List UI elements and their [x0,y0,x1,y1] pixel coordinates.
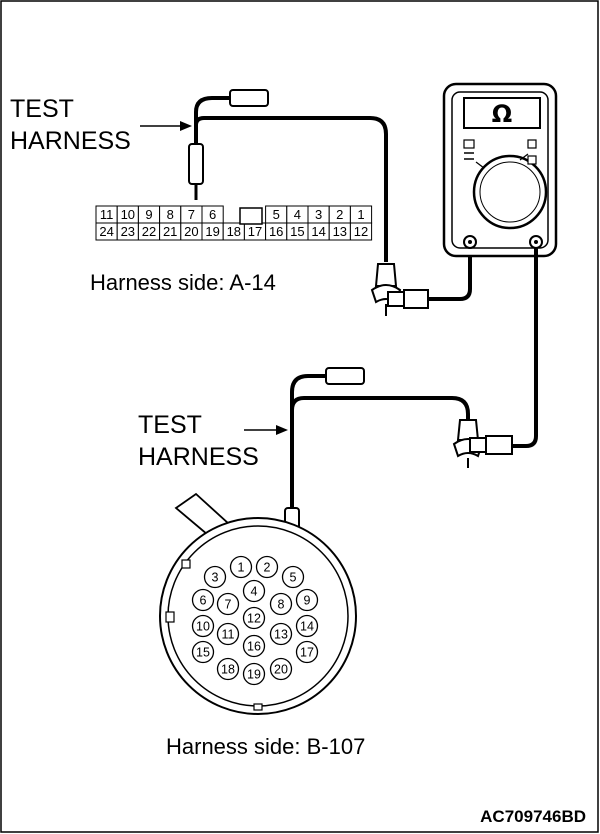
connector-b107-pin-label: 1 [238,561,245,575]
connector-a14-pin-label: 10 [121,207,135,222]
connector-a14-pin-label: 4 [294,207,301,222]
alligator-clip-icon [370,263,429,316]
connector-a14-pin-label: 23 [121,224,135,239]
harness-plug-icon [229,89,269,107]
connector-b107-pin-label: 10 [196,620,210,634]
connector-a14-pin-label: 24 [99,224,113,239]
connector-b107-pin [191,614,215,638]
connector-b107-pin-label: 19 [247,668,261,682]
ohm-symbol: Ω [492,100,512,128]
connector-a14-pin-label: 7 [188,207,195,222]
connector-a14-pin-label: 11 [100,207,114,222]
connector-a14-pin-label: 20 [184,224,198,239]
connector-b107-pin [229,555,253,579]
top-test-harness [188,89,388,262]
connector-b107-pin [242,606,266,630]
connector-a14-pin-label: 14 [311,224,325,239]
connector-cell [349,222,373,241]
test-harness-label-bottom-2: HARNESS [138,443,259,471]
connector-b107-pin [295,614,319,638]
alligator-clip-icon [452,419,513,468]
connector-b107-pin-label: 18 [221,663,235,677]
connector-b107-pin-label: 7 [225,598,232,612]
connector-b107-pin [242,662,266,686]
multimeter-icon: Ω [442,82,558,258]
connector-b107-pin-label: 13 [274,628,288,642]
connector-b107-pin-label: 17 [300,646,314,660]
connector-a14-pin-label: 3 [315,207,322,222]
connector-b107-pin [242,634,266,658]
connector-b107-pin [203,565,227,589]
connector-a14-pin-label: 5 [273,207,280,222]
test-harness-label-top-1: TEST [10,95,74,123]
connector-a14-pin-label: 22 [142,224,156,239]
arrow-icon [244,425,288,435]
connector-b107-pin-label: 12 [247,612,261,626]
connector-a14-pin-label: 15 [290,224,304,239]
harness-plug-icon [325,367,365,385]
connector-b107-pin [216,622,240,646]
connector-b107-pin-label: 6 [200,594,207,608]
connector-a14-pin-label: 1 [357,207,364,222]
dial-knob [472,154,548,230]
meter-lead-left [428,244,472,301]
connector-b107-pin-label: 15 [196,646,210,660]
test-harness-label-top-2: HARNESS [10,127,131,155]
connector-b107-pin-label: 8 [278,598,285,612]
arrow-icon [140,121,192,131]
connector-b107-pin-label: 9 [304,594,311,608]
connector-a14-pin-label: 6 [209,207,216,222]
figure-code: AC709746BD [480,807,586,826]
probe-icon [188,143,204,200]
connector-b107-pin [269,622,293,646]
connector-b107-pin [191,640,215,664]
connector-b107-pin-label: 16 [247,640,261,654]
connector-b107-pin [216,657,240,681]
connector-a14-pin-label: 8 [167,207,174,222]
connector-a14-pin-label: 21 [163,224,177,239]
connector-b107-pin [269,592,293,616]
connector-a14-pin-label: 17 [248,224,262,239]
connector-b107-pin [216,592,240,616]
connector-a14-pin-label: 12 [354,224,368,239]
connector-b107-pin-label: 20 [274,663,288,677]
test-harness-label-bottom-1: TEST [138,411,202,439]
connector-b107-pin-label: 4 [251,585,258,599]
connector-a14-pin-label: 9 [145,207,152,222]
connector-a14-pin-label: 16 [269,224,283,239]
connector-b107-pin [269,657,293,681]
connector-b107-pin [191,588,215,612]
connector-b107-pin [281,565,305,589]
connector-b107-pin [295,588,319,612]
connector-a14-pin-label: 13 [333,224,347,239]
connector-key [239,207,263,225]
harness-side-a14-label: Harness side: A-14 [90,270,276,295]
connector-b107-pin-label: 5 [290,571,297,585]
harness-side-b107-label: Harness side: B-107 [166,734,365,759]
connector-b107-pin-label: 14 [300,620,314,634]
connector-b107-pin [255,555,279,579]
connector-b107-pin [295,640,319,664]
connector-a14-pin-label: 19 [205,224,219,239]
meter-lead-right [512,248,538,448]
connector-b107-pin-label: 3 [212,571,219,585]
connector-a14-pin-label: 2 [336,207,343,222]
connector-b107-pin-label: 11 [222,628,235,642]
connector-a14-pin-label: 18 [227,224,241,239]
connector-b107-pin-label: 2 [264,561,271,575]
connector-b107-pin [242,579,266,603]
